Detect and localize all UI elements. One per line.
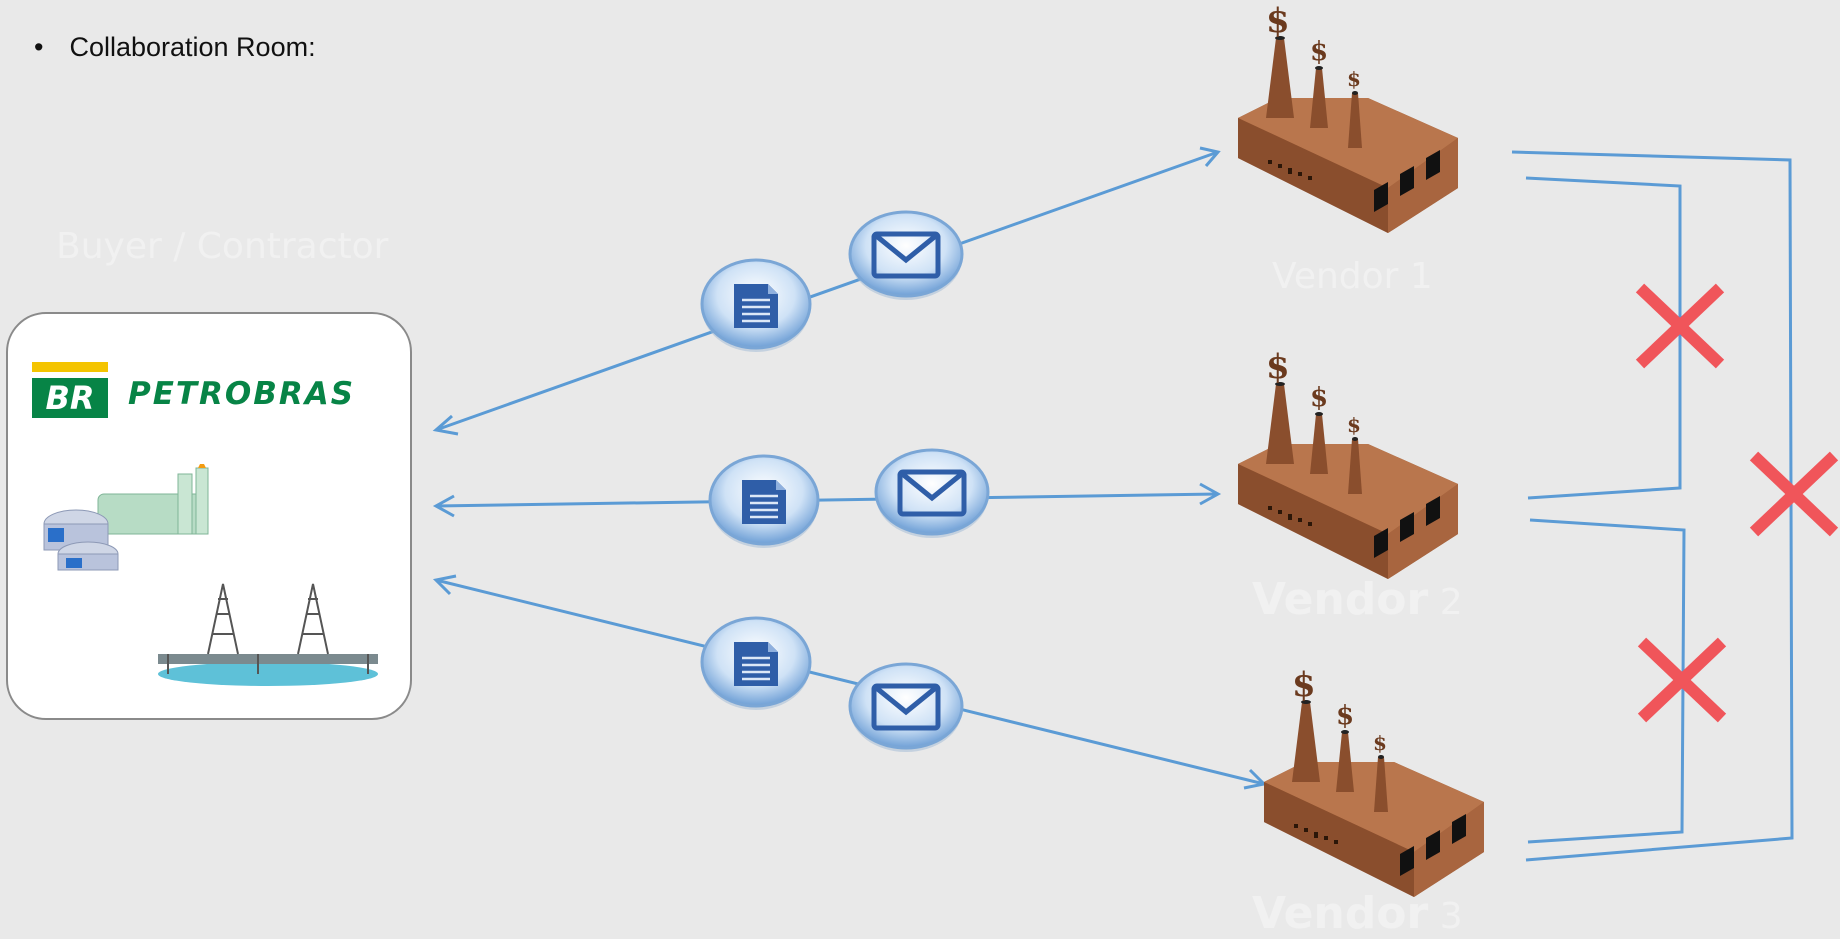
- envelope-icon: [876, 450, 988, 538]
- cross-icon: [1754, 456, 1834, 532]
- document-icon: [700, 258, 812, 354]
- arrowhead-buyer-1: [432, 414, 459, 436]
- buyer-label: Buyer / Contractor: [56, 226, 389, 267]
- bracket-vendor1-vendor3: [1511, 150, 1794, 862]
- envelope-icon: [850, 664, 962, 752]
- vendor-2-label: Vendor 2: [1252, 574, 1463, 625]
- envelope-icon: [850, 212, 962, 300]
- brand-yellow-bar: [32, 362, 108, 372]
- factory-icon: [1238, 1, 1458, 233]
- document-icon: [700, 616, 812, 712]
- arrowhead-vendor-1: [1199, 146, 1221, 167]
- buyer-card: BR PETROBRAS: [6, 312, 412, 720]
- arrowhead-vendor-2: [1199, 482, 1222, 506]
- document-icon: [708, 454, 820, 550]
- vendor-3-label: Vendor 3: [1252, 888, 1463, 939]
- bracket-vendor2-vendor3: [1527, 518, 1686, 844]
- arrowhead-buyer-2: [432, 494, 455, 518]
- arrowhead-buyer-3: [432, 574, 457, 596]
- brand-name: PETROBRAS: [128, 376, 356, 412]
- arrow-vendor1-buyer: [435, 150, 1219, 432]
- heading-text: Collaboration Room:: [69, 32, 316, 62]
- arrow-vendor3-buyer: [435, 578, 1265, 786]
- bracket-vendor1-vendor2: [1525, 176, 1682, 500]
- factory-icon: [1238, 347, 1458, 579]
- bullet-mark: •: [34, 32, 44, 62]
- slide-heading: • Collaboration Room:: [34, 32, 316, 63]
- arrow-vendor2-buyer: [435, 492, 1219, 508]
- oil-rig-icon: [158, 583, 378, 686]
- arrows: [432, 146, 1794, 862]
- br-logo: BR: [32, 378, 108, 418]
- vendor-1-label: Vendor 1: [1272, 256, 1433, 297]
- refinery-icon: [43, 464, 209, 571]
- factory-icon: [1264, 665, 1484, 897]
